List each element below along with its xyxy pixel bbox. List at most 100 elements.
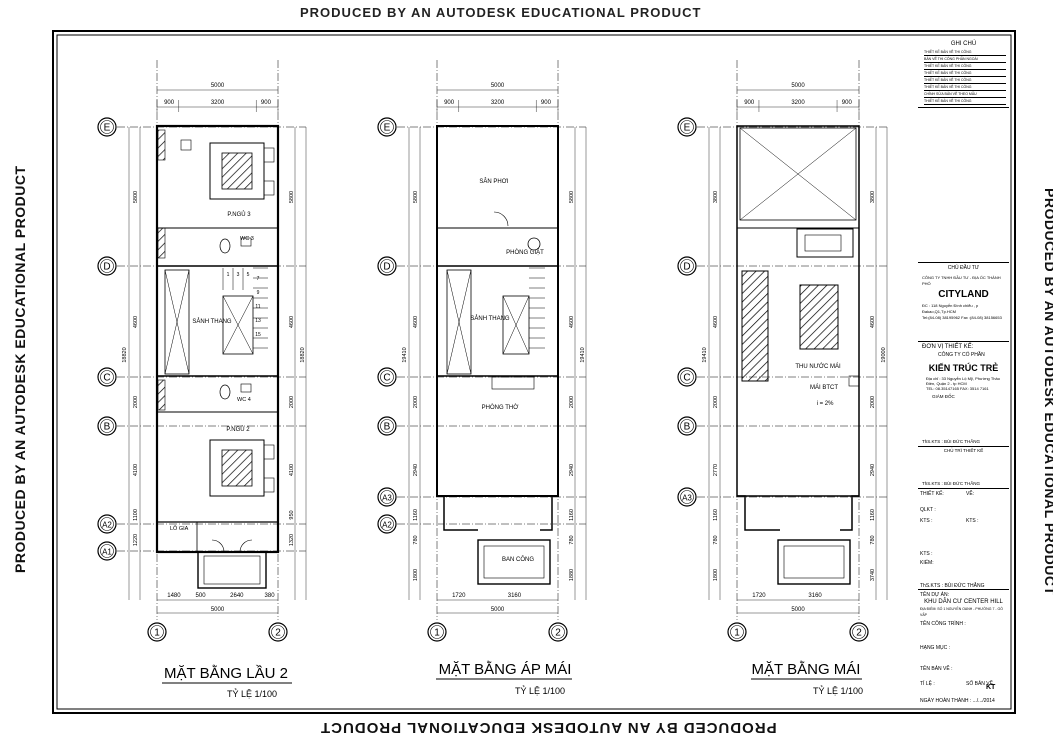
axis-bubble-col-2-circle-inner <box>551 625 565 639</box>
axis-bubble-B-circle-inner <box>680 419 694 433</box>
stair-number: 3 <box>237 272 240 278</box>
sheet-label: TÊN BẢN VẼ : <box>920 666 953 672</box>
dim-left-side: 1160 <box>713 509 719 521</box>
dim-right: 900 <box>261 100 272 106</box>
stair-number: 11 <box>255 304 260 310</box>
bed-quilt <box>221 449 253 487</box>
project-name: KHU DÂN CƯ CENTER HILL <box>924 599 1003 605</box>
project-addr: ĐỊA ĐIỂM: SỐ 1 NGUYỄN OANH - PHƯỜNG 7 - … <box>920 607 1004 617</box>
axis-bubble-col-2-circle-inner <box>852 625 866 639</box>
dim-right-side: 1320 <box>289 534 295 546</box>
designer-box: ĐƠN VỊ THIẾT KẾ: CÔNG TY CỔ PHẦN KIẾN TR… <box>918 342 1009 437</box>
axis-bubble-D-label: D <box>383 262 390 273</box>
void <box>446 269 472 375</box>
room-roof: MÁI BTCT <box>810 384 838 391</box>
dim-left-side: 4600 <box>413 316 419 328</box>
dim-right-side: 780 <box>870 535 876 544</box>
dim-left-side: 1160 <box>413 509 419 521</box>
dim-right-side: 4600 <box>569 316 575 328</box>
dim-right-side: 5800 <box>569 191 575 203</box>
wardrobe <box>157 227 166 259</box>
axis-bubble-A3-circle-inner <box>380 490 394 504</box>
plan-title-1: MẶT BẰNG LẦU 2 <box>164 664 288 682</box>
dim-left-side: 2000 <box>413 396 419 408</box>
date-label: NGÀY HOÀN THÀNH : .../.../2014 <box>920 698 995 704</box>
dim-right-side: 2000 <box>870 396 876 408</box>
dim-right-side: 4100 <box>289 464 295 476</box>
plan-title-3: MẶT BẰNG MÁI <box>752 660 861 678</box>
room-hall-1: SẢNH THANG <box>192 318 232 325</box>
stair-void <box>222 295 254 355</box>
dim-left-side: 2000 <box>713 396 719 408</box>
room-balcony: BAN CÔNG <box>502 556 534 563</box>
owner-label: CHỦ ĐẦU TƯ <box>947 265 980 271</box>
stair-number: 1 <box>227 272 230 278</box>
bed-quilt <box>221 152 253 190</box>
dim-right-side: 3740 <box>870 569 876 581</box>
sheet-no-label: SỐ BẢN VẼ <box>966 681 993 687</box>
axis-bubble-D-circle-inner <box>100 259 114 273</box>
balcony <box>197 551 267 589</box>
dim-right-side: 2940 <box>569 464 575 476</box>
room-bed-bottom: P.NGỦ 2 <box>226 426 250 433</box>
axis-bubble-C-circle-inner <box>680 370 694 384</box>
wc-toilet <box>219 384 231 400</box>
balcony-roof-inner <box>783 545 845 579</box>
axis-bubble-col-1-label: 1 <box>434 628 440 639</box>
skylight-left <box>741 270 769 382</box>
project-label: TÊN DỰ ÁN: <box>920 592 949 598</box>
dim-bottom-total: 5000 <box>491 607 505 613</box>
kts-label-1: KTS : <box>920 518 933 524</box>
door-swing <box>211 539 225 553</box>
owner-tel: Tel:(84-08) 38195962 Fax :(84-08) 381566… <box>922 315 1002 320</box>
room-worship: PHÒNG GIẶT <box>506 249 544 256</box>
axis-bubble-A1-circle-inner <box>100 544 114 558</box>
note-item: CHỈNH SỬA BẢN VẼ THEO MẪU <box>924 91 1006 98</box>
dim-bottom-total: 5000 <box>211 607 225 613</box>
nightstand <box>263 444 275 460</box>
axis-bubble-A2-circle-inner <box>380 517 394 531</box>
stair-void <box>502 295 530 355</box>
roof-slope: i = 2% <box>817 401 835 407</box>
dim-total: 5000 <box>211 83 225 89</box>
wall-outer <box>436 125 559 497</box>
stair-void-x <box>222 295 254 355</box>
nightstand <box>263 477 275 493</box>
kts-label-2: KTS : <box>966 518 979 524</box>
draw-label: VẼ: <box>966 491 975 497</box>
wall-outer <box>155 124 280 554</box>
stair-number: 15 <box>255 332 261 338</box>
dim-total-v-right: 18820 <box>300 347 306 362</box>
axis-bubble-A2-label: A2 <box>382 521 392 530</box>
wardrobe <box>157 379 166 411</box>
dim-left: 900 <box>444 100 455 106</box>
dim-right-side: 1160 <box>569 509 575 521</box>
axis-bubble-E-label: E <box>104 123 111 134</box>
dim-left-side: 1800 <box>413 569 419 581</box>
axis-bubble-E-label: E <box>684 123 691 134</box>
water-tank-inner <box>804 234 842 252</box>
axis-bubble-col-2-label: 2 <box>856 628 862 639</box>
kts-label-3: KTS : <box>920 551 933 557</box>
stair-number: 13 <box>255 318 261 324</box>
room-bed-top: P.NGỦ 3 <box>227 211 251 218</box>
wc-toilet <box>219 238 231 254</box>
design-label: THIẾT KẾ: <box>920 491 944 497</box>
dim-left-side: 4100 <box>133 464 139 476</box>
room-wc-bottom: WC 4 <box>237 397 251 403</box>
dim-total-v: 19410 <box>702 347 708 362</box>
watermark-top: PRODUCED BY AN AUTODESK EDUCATIONAL PROD… <box>300 8 702 20</box>
scale-label: TỈ LỆ : <box>920 681 935 687</box>
void-x <box>446 269 472 375</box>
roof-opening-x <box>739 127 857 221</box>
note-item: THIẾT KẾ BẢN VẼ THI CÔNG <box>924 84 1006 91</box>
room-wc-top: WC 3 <box>240 236 254 242</box>
designer-addr: Địa chỉ : 33 Nguyễn Lộ Mỹ, Phường Thảo Đ… <box>926 376 1000 386</box>
axis-bubble-col-2-label: 2 <box>275 628 281 639</box>
dim-right-side: 4600 <box>289 316 295 328</box>
roof-drain <box>848 375 860 387</box>
owner-addr: ĐC : 118 Nguyễn Đình chiểu , p Đakao,Q1,… <box>922 303 979 314</box>
